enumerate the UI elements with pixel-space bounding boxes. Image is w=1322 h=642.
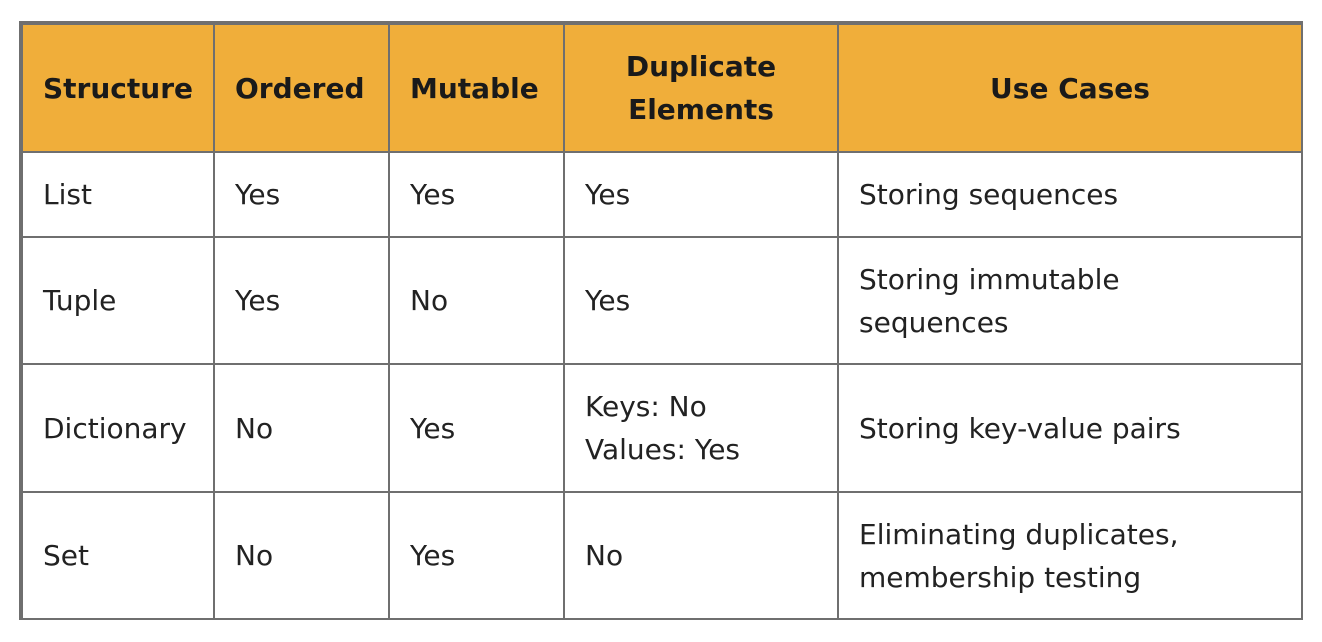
table-row: Dictionary No Yes Keys: No Values: Yes S… — [21, 363, 1303, 493]
header-duplicate-elements: Duplicate Elements — [563, 23, 839, 153]
table-row: List Yes Yes Yes Storing sequences — [21, 151, 1303, 238]
cell-structure: List — [21, 151, 215, 238]
header-use-cases: Use Cases — [837, 23, 1303, 153]
cell-ordered: No — [213, 491, 390, 620]
cell-use-cases: Storing immutable sequences — [837, 236, 1303, 365]
cell-duplicates: Yes — [563, 236, 839, 365]
cell-mutable: Yes — [388, 363, 565, 493]
cell-mutable: Yes — [388, 491, 565, 620]
cell-ordered: Yes — [213, 151, 390, 238]
header-structure: Structure — [21, 23, 215, 153]
table-row: Tuple Yes No Yes Storing immutable seque… — [21, 236, 1303, 365]
cell-structure: Tuple — [21, 236, 215, 365]
cell-duplicates: Yes — [563, 151, 839, 238]
cell-structure: Set — [21, 491, 215, 620]
comparison-table: Structure Ordered Mutable Duplicate Elem… — [19, 21, 1303, 620]
cell-mutable: Yes — [388, 151, 565, 238]
cell-duplicates: No — [563, 491, 839, 620]
cell-duplicates: Keys: No Values: Yes — [563, 363, 839, 493]
cell-ordered: No — [213, 363, 390, 493]
table-header-row: Structure Ordered Mutable Duplicate Elem… — [21, 23, 1303, 153]
cell-use-cases: Storing sequences — [837, 151, 1303, 238]
cell-ordered: Yes — [213, 236, 390, 365]
cell-structure: Dictionary — [21, 363, 215, 493]
data-structures-table: Structure Ordered Mutable Duplicate Elem… — [21, 23, 1303, 620]
cell-use-cases: Eliminating duplicates, membership testi… — [837, 491, 1303, 620]
table-row: Set No Yes No Eliminating duplicates, me… — [21, 491, 1303, 620]
header-mutable: Mutable — [388, 23, 565, 153]
header-ordered: Ordered — [213, 23, 390, 153]
cell-use-cases: Storing key-value pairs — [837, 363, 1303, 493]
cell-mutable: No — [388, 236, 565, 365]
